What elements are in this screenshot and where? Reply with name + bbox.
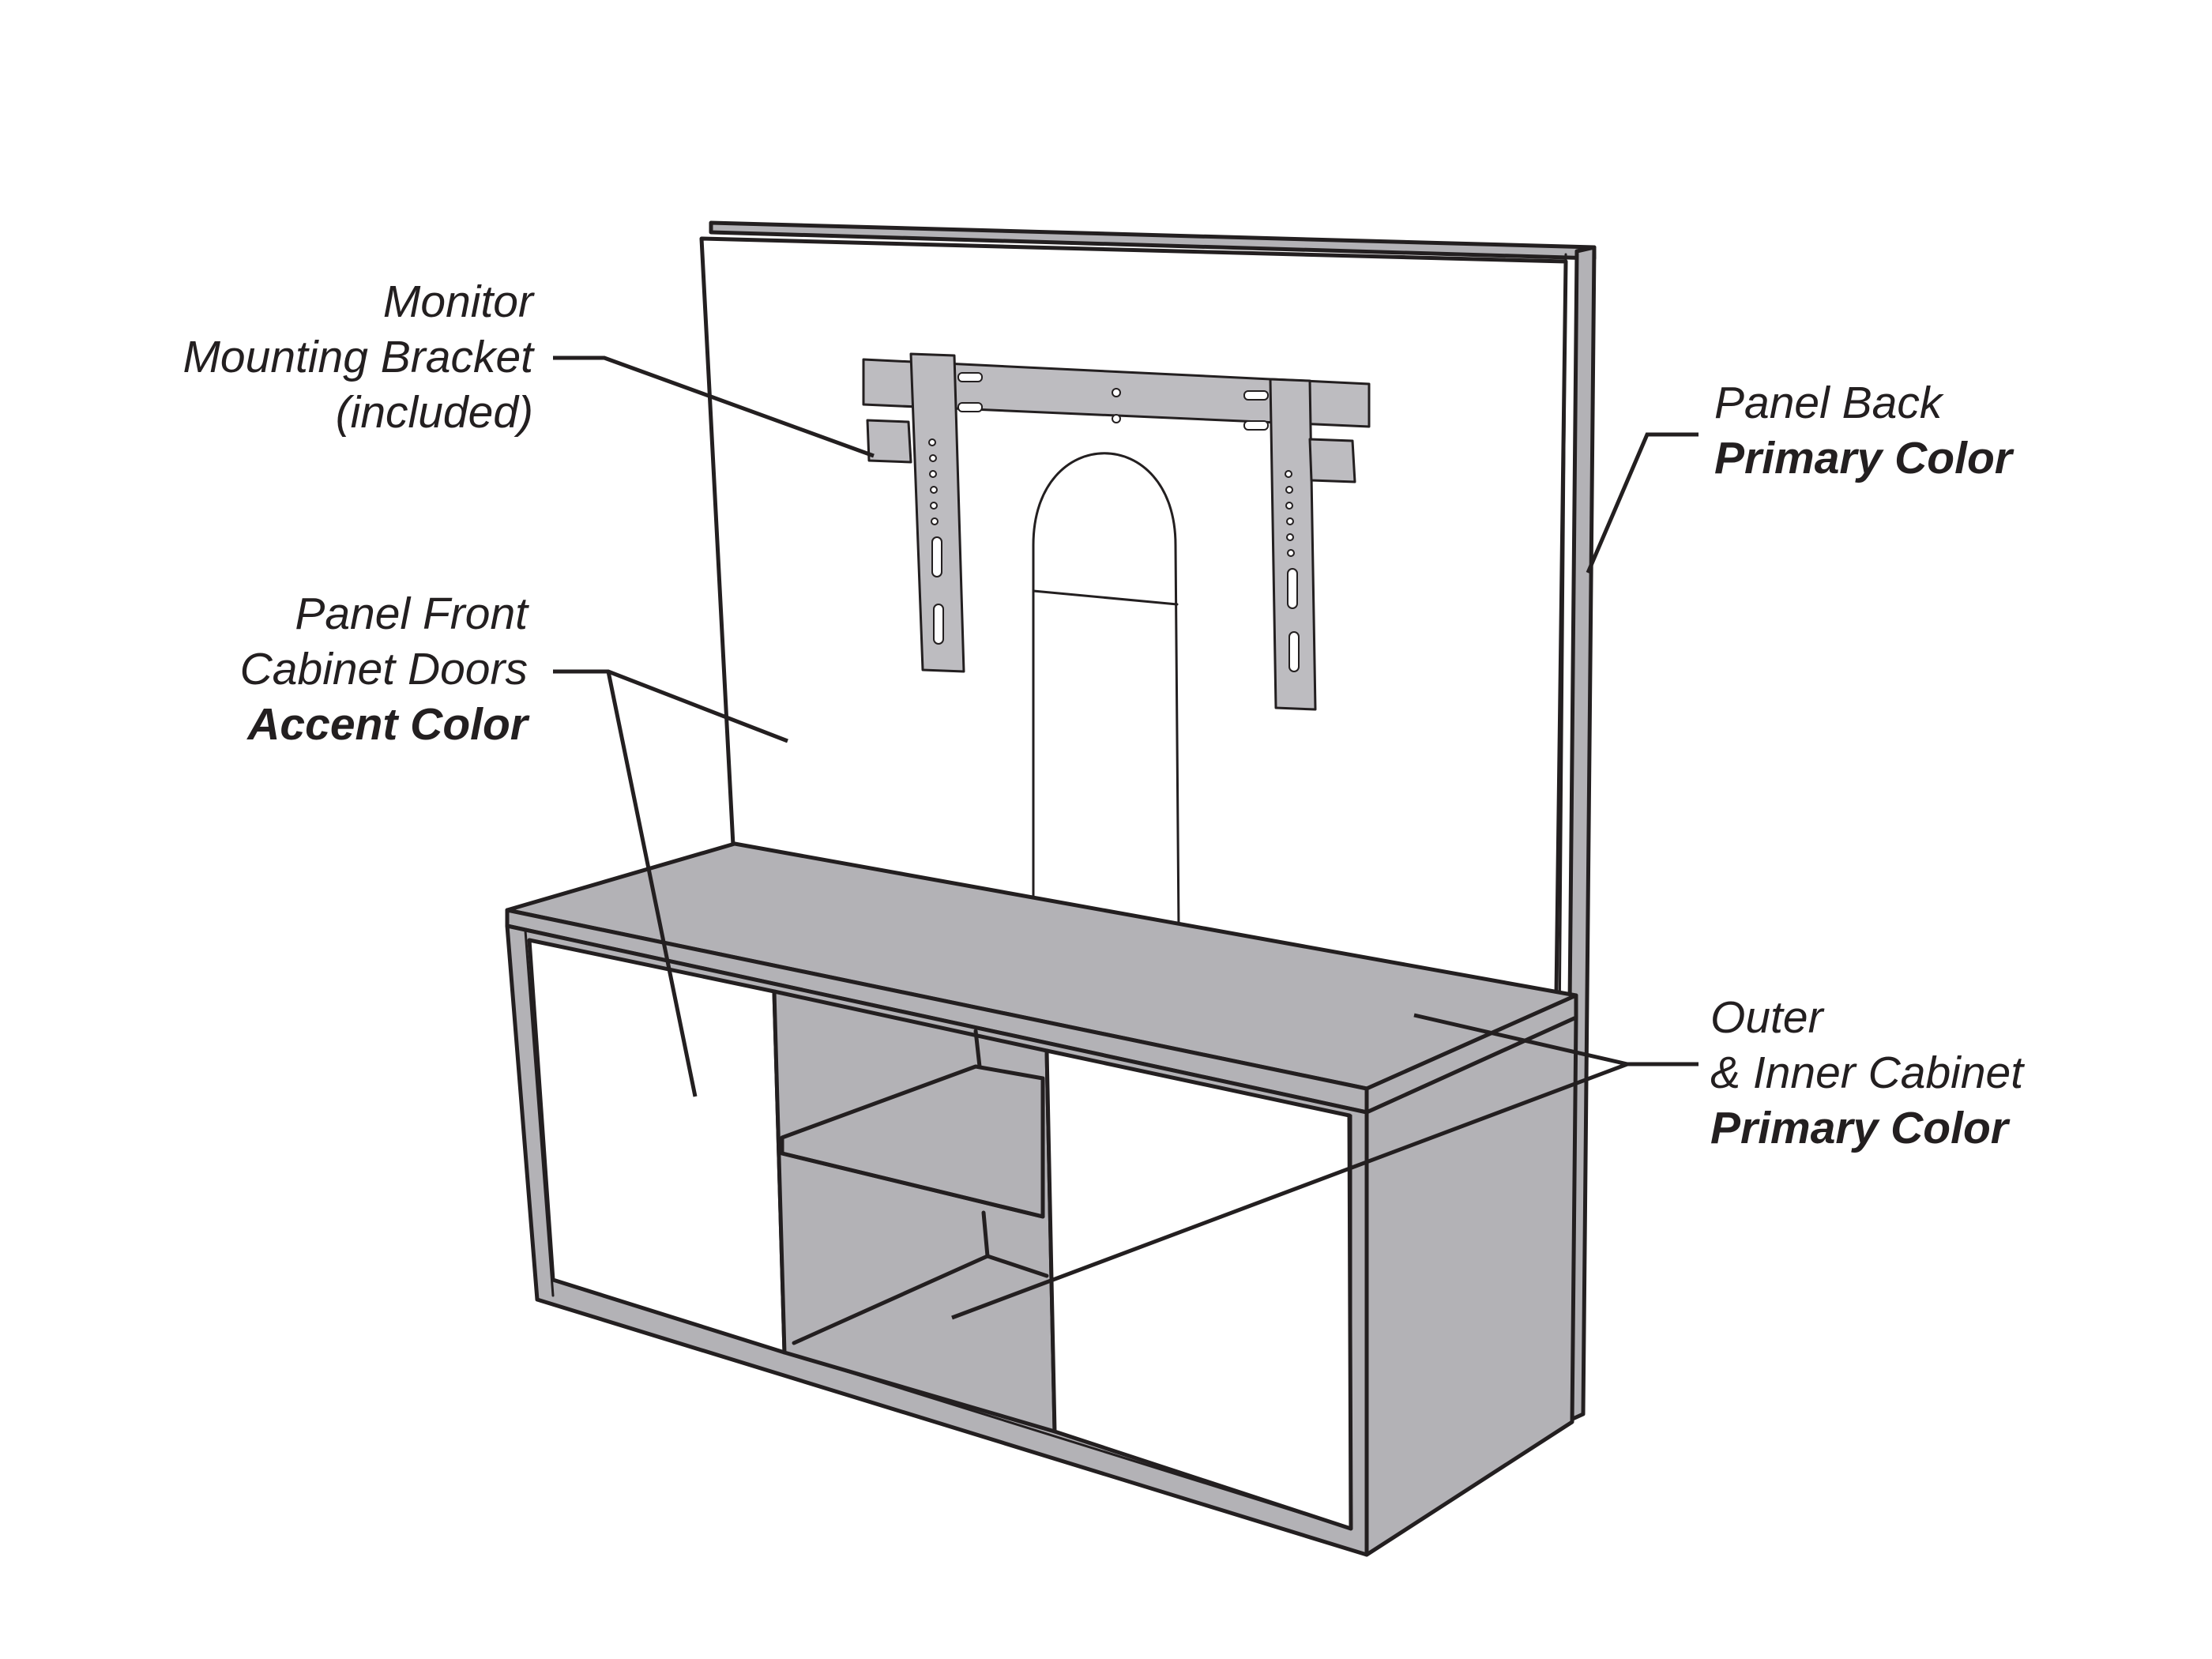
leader-bracket bbox=[553, 356, 875, 458]
callout-panel-front-line-2: Cabinet Doors bbox=[239, 644, 528, 694]
callout-cabinet-color: Primary Color bbox=[1710, 1103, 2008, 1153]
leader-panel-front-door bbox=[606, 671, 698, 1097]
callout-panel-back-color: Primary Color bbox=[1714, 433, 2012, 483]
callout-cabinet: Outer & Inner Cabinet Primary Color bbox=[1710, 990, 2023, 1156]
cable-cutout bbox=[1032, 452, 1180, 930]
callout-cabinet-line-2: & Inner Cabinet bbox=[1710, 1048, 2024, 1098]
callout-bracket: Monitor Mounting Bracket (included) bbox=[182, 274, 533, 440]
callout-panel-front-color: Accent Color bbox=[247, 699, 528, 750]
cabinet-middle-shelf bbox=[780, 1064, 1045, 1219]
leader-cabinet-inner bbox=[951, 1062, 1628, 1320]
callout-panel-back-line-1: Panel Back bbox=[1714, 378, 1943, 428]
callout-bracket-line-2: Mounting Bracket bbox=[182, 332, 533, 382]
callout-panel-back: Panel Back Primary Color bbox=[1714, 375, 2012, 486]
callout-panel-front-line-1: Panel Front bbox=[295, 589, 528, 639]
cabinet-right-side bbox=[1364, 1015, 1578, 1557]
monitor-mounting-bracket bbox=[862, 352, 1371, 711]
callout-cabinet-line-1: Outer bbox=[1710, 992, 1823, 1043]
callout-bracket-line-3: (included) bbox=[335, 387, 533, 438]
leader-panel-back bbox=[1586, 432, 1698, 574]
callout-bracket-line-1: Monitor bbox=[382, 276, 533, 327]
callout-panel-front: Panel Front Cabinet Doors Accent Color bbox=[240, 586, 528, 752]
